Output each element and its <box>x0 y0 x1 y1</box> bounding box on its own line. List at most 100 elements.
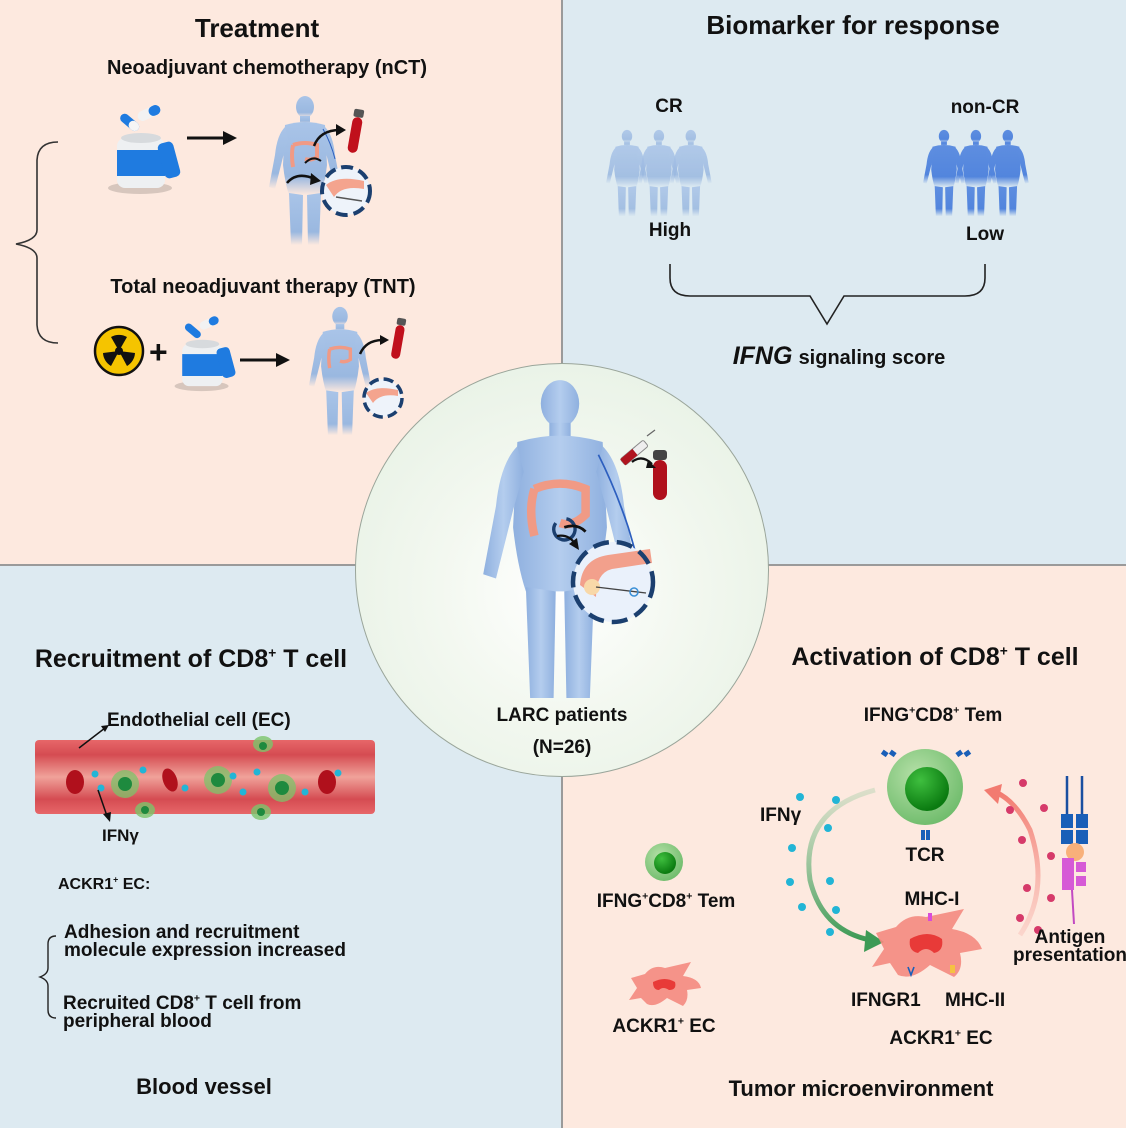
superscript-plus: + <box>677 1016 684 1028</box>
noncr-patients-group <box>923 129 1029 217</box>
nct-label: Neoadjuvant chemotherapy (nCT) <box>106 57 428 79</box>
recruited-line-2: peripheral blood <box>63 1011 212 1032</box>
superscript-plus: + <box>953 705 960 717</box>
ifng-pointer-arrow <box>97 789 111 822</box>
cr-patients-group <box>606 129 712 217</box>
ec-text: EC <box>960 1028 993 1049</box>
activation-cycle <box>786 779 1055 952</box>
ackr1-ec-cell-large <box>872 909 982 978</box>
ifng-score-label: IFNG signaling score <box>733 344 946 369</box>
red-blood-cell <box>66 768 336 794</box>
mhc2-label: MHC-II <box>945 990 1006 1011</box>
recruited-text-post: T cell from <box>200 993 302 1014</box>
recruitment-brace-icon <box>38 935 57 1019</box>
treatment-title: Treatment <box>194 13 320 43</box>
radiation-icon <box>93 325 145 377</box>
superscript-plus: + <box>642 891 649 903</box>
blood-tube-icon <box>347 108 365 153</box>
low-label: Low <box>966 224 1004 245</box>
tcr-label: TCR <box>905 845 945 866</box>
arrow-icon-tnt <box>240 353 290 367</box>
tem-text: Tem <box>692 891 736 912</box>
antigen-arrow-arc <box>993 789 1041 937</box>
patient-count-label: (N=26) <box>532 737 592 758</box>
arrow-to-biopsy-icon <box>286 173 321 185</box>
tem-top-label: IFNG+CD8+ Tem <box>864 706 1003 725</box>
plus-sign: + <box>149 334 168 370</box>
biomarker-brace-icon <box>669 264 986 326</box>
ackr1-text: ACKR1 <box>889 1028 955 1049</box>
recruitment-title: Recruitment of CD8+ T cell <box>35 645 348 673</box>
biopsy-magnifier-icon-tnt <box>362 377 404 419</box>
legend-tem-label: IFNG+CD8+ Tem <box>597 892 736 911</box>
ec-colon-text: EC: <box>118 876 151 893</box>
ifng-dot <box>786 793 840 936</box>
biopsy-magnifier-icon-center <box>570 539 656 625</box>
arrow-to-tube-icon-center <box>631 457 656 468</box>
high-label: High <box>648 220 692 241</box>
blood-tube-icon-tnt <box>391 317 407 359</box>
ifng-text: IFNG <box>596 891 643 912</box>
adhesion-line-2: molecule expression increased <box>64 940 346 961</box>
adhesion-line-1: Adhesion and recruitment <box>64 922 300 943</box>
t-cell-in-vessel <box>111 736 296 820</box>
pill-bottle-icon-tnt <box>174 316 236 392</box>
blood-vessel-illustration <box>35 736 375 820</box>
cd8-text: CD8 <box>648 891 687 912</box>
activation-title-pre: Activation of CD8 <box>791 643 1000 671</box>
tnt-label: Total neoadjuvant therapy (TNT) <box>110 276 416 298</box>
ec-pointer-arrow <box>78 725 109 749</box>
ifng-arrow-head <box>864 930 884 952</box>
signaling-score-text: signaling score <box>798 347 946 369</box>
superscript-plus: + <box>686 891 693 903</box>
treatment-brace-icon <box>15 141 59 344</box>
noncr-label: non-CR <box>950 97 1020 118</box>
ifng-label-vessel: IFNγ <box>102 826 139 845</box>
recruited-text: Recruited CD8 <box>63 993 194 1014</box>
endothelial-cell-label: Endothelial cell (EC) <box>107 710 291 731</box>
superscript-plus: + <box>999 643 1008 659</box>
blood-tube-icon-center <box>653 450 667 500</box>
ackr1-ec-label: ACKR1+ EC <box>889 1029 992 1048</box>
patient-body-tnt <box>308 306 372 436</box>
antigen-arrow-head <box>984 784 1002 804</box>
antigen-presenting-complex-icon <box>1061 776 1088 925</box>
patient-body-nct <box>269 96 341 245</box>
activation-title-post: T cell <box>1007 643 1079 671</box>
superscript-plus: + <box>954 1028 961 1040</box>
activated-t-cell <box>880 749 972 840</box>
recruitment-title-post: T cell <box>276 645 348 673</box>
pill-bottle-icon <box>108 105 181 194</box>
legend-ec-icon <box>629 962 701 1006</box>
ifng-dot <box>91 766 342 796</box>
ifng-text: IFNG <box>863 705 910 726</box>
larc-patients-label: LARC patients <box>496 705 628 726</box>
biopsy-magnifier-icon <box>320 165 372 217</box>
biomarker-title: Biomarker for response <box>706 10 1000 40</box>
mhc1-label: MHC-I <box>904 889 960 910</box>
arrow-to-biopsy-icon-center <box>556 534 579 550</box>
ackr1-text: ACKR1 <box>612 1016 678 1037</box>
ec-text: EC <box>683 1016 716 1037</box>
superscript-plus: + <box>113 874 119 885</box>
arrow-to-tube-icon-tnt <box>358 335 389 355</box>
tcr-receptor-icon <box>880 749 972 840</box>
ifngr1-label: IFNGR1 <box>851 990 921 1011</box>
arrow-icon <box>187 131 237 145</box>
recruited-point: Recruited CD8+ T cell from peripheral bl… <box>63 993 302 1032</box>
antigen-presentation-label: Antigen presentation <box>1013 927 1126 965</box>
tumor-microenvironment-label: Tumor microenvironment <box>728 1076 994 1101</box>
superscript-plus: + <box>268 645 277 661</box>
antigen-dot <box>1006 779 1055 934</box>
legend-ec-label: ACKR1+ EC <box>612 1017 715 1036</box>
cr-label: CR <box>655 96 683 117</box>
ifng-arrow-arc <box>806 787 876 943</box>
adhesion-point: Adhesion and recruitment molecule expres… <box>64 922 346 961</box>
activation-title: Activation of CD8+ T cell <box>791 643 1079 671</box>
superscript-plus: + <box>909 705 916 717</box>
tem-text: Tem <box>959 705 1003 726</box>
ifng-label-activation: IFNγ <box>760 805 802 826</box>
cd8-text: CD8 <box>915 705 954 726</box>
antigen-line-1: Antigen <box>1034 927 1106 948</box>
blood-vessel-label: Blood vessel <box>136 1074 272 1099</box>
